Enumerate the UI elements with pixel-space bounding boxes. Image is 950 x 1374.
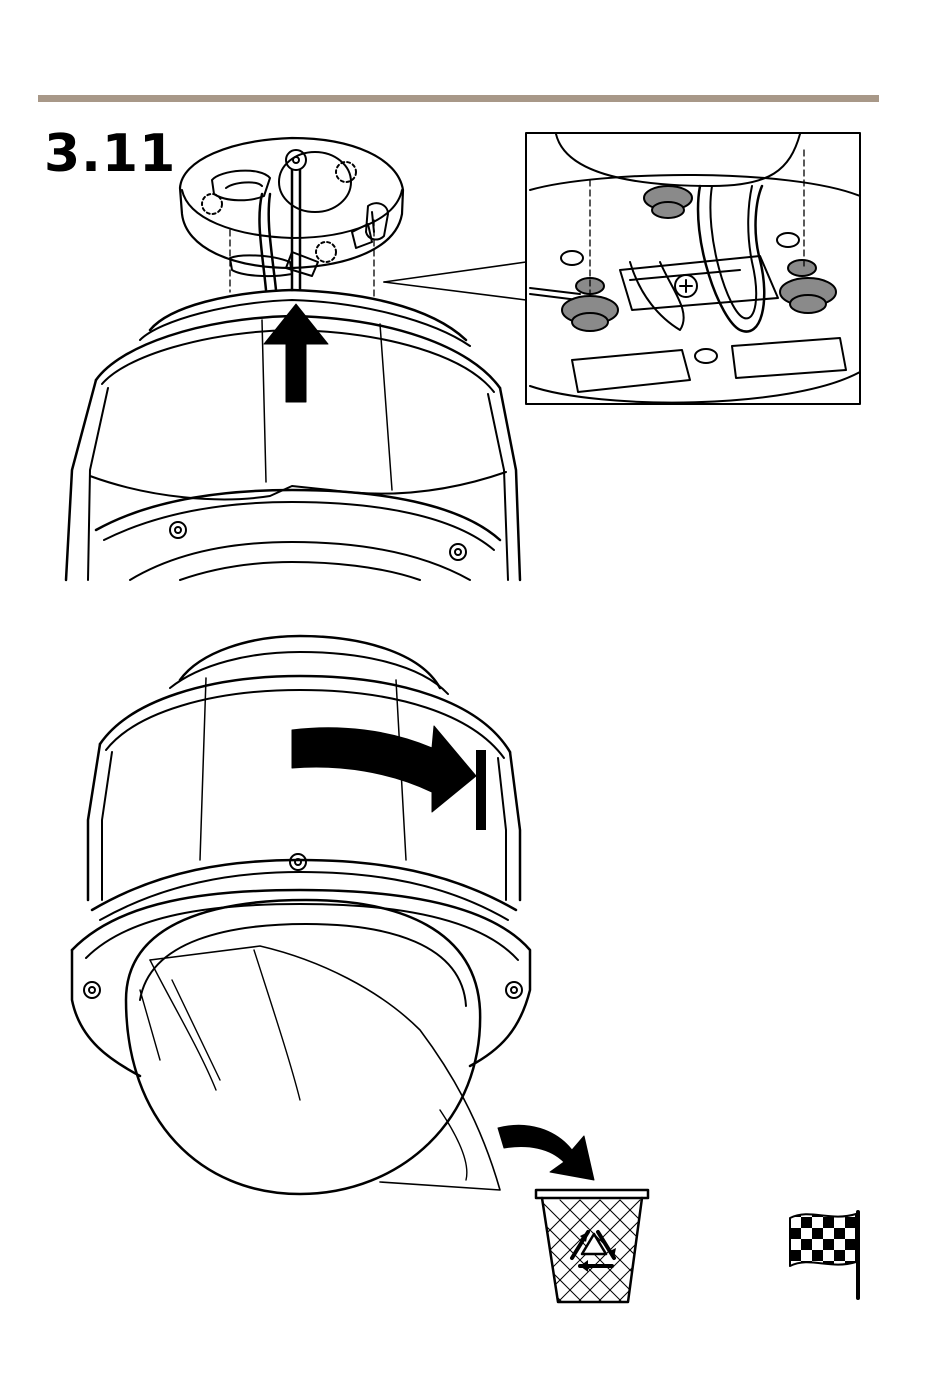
discard-arrow-icon <box>498 1125 594 1180</box>
finish-flag-icon <box>790 1206 858 1298</box>
arrow-up-icon <box>264 304 328 402</box>
mount-screws-detail <box>526 133 860 404</box>
rotate-arrow-icon <box>292 726 476 812</box>
lock-mark <box>476 750 486 830</box>
dome-camera-lifted-onto-mount <box>66 138 526 580</box>
recycle-bin-icon <box>460 1190 740 1320</box>
mount-bracket <box>180 138 403 300</box>
dome-camera-twist-lock <box>72 636 530 1194</box>
